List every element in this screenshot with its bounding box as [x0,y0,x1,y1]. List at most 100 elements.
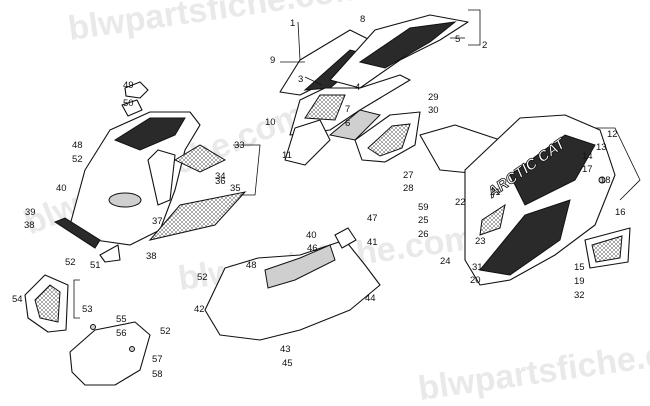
callout-50: 50 [123,98,134,109]
callout-1: 1 [290,18,295,29]
callout-48: 48 [72,140,83,151]
callout-5: 5 [455,34,460,45]
console-top-dark [113,117,186,151]
callout-19: 19 [574,276,585,287]
callout-12: 12 [607,129,618,140]
callout-3: 3 [298,74,303,85]
callout-18: 18 [600,175,611,186]
console-side-trim [53,217,101,249]
console-assembly [53,81,247,263]
callout-33: 33 [234,140,245,151]
callout-45: 45 [282,358,293,369]
side-vent-cover-mesh [591,235,623,263]
belly-pan [204,239,381,341]
callout-labels: 1234567891011121314151617181920212223242… [12,14,626,380]
hood-side-piece [328,109,381,141]
watermark-top: blwpartsfiche.com [66,0,367,48]
callout-25: 25 [418,215,429,226]
callout-51: 51 [90,260,101,271]
callout-24: 24 [440,256,451,267]
callout-6: 6 [345,118,350,129]
callout-13: 13 [596,142,607,153]
callout-28: 28 [403,183,414,194]
callout-41: 41 [367,237,378,248]
side-panel-graphic-upper [509,134,596,206]
callout-52: 52 [72,154,83,165]
belly-pan-bracket [334,227,357,249]
callout-57: 57 [152,354,163,365]
callout-44: 44 [365,293,376,304]
hood-vent-screen [304,94,346,121]
callout-38: 38 [146,251,157,262]
callout-15: 15 [574,262,585,273]
console-screen-upper [173,144,227,173]
gauge-ring [121,99,143,117]
callout-23: 23 [475,236,486,247]
side-vent-screen [367,123,411,157]
callout-27: 27 [403,170,414,181]
callout-26: 26 [418,229,429,240]
callout-49: 49 [123,80,134,91]
belly-pan-insert [264,244,336,289]
callout-20: 20 [470,275,481,286]
callout-7: 7 [345,104,350,115]
hood-dark-insert [358,21,457,69]
side-panel-graphic-lower [479,199,571,276]
callout-35: 35 [230,183,241,194]
side-cap-mesh [34,284,61,323]
callout-10: 10 [265,117,276,128]
callout-29: 29 [428,92,439,103]
callout-39: 39 [25,207,36,218]
callout-21: 21 [490,187,501,198]
hood-lower-trim [284,119,331,166]
callout-52-4: 52 [160,326,171,337]
callout-14: 14 [582,151,593,162]
callout-47: 47 [367,213,378,224]
callout-8: 8 [360,14,365,25]
callout-31: 31 [472,262,483,273]
fastener-57 [129,346,135,352]
side-panel-assembly: ARCTIC CAT [354,111,631,286]
console-brace [147,149,176,206]
console-opening [108,192,142,208]
small-parts [24,274,151,386]
callout-38-2: 38 [24,220,35,231]
callout-40-2: 40 [306,230,317,241]
callout-9: 9 [270,55,275,66]
callout-32: 32 [574,290,585,301]
callout-42: 42 [194,304,205,315]
callout-52-3: 52 [197,272,208,283]
fastener-55 [90,324,96,330]
belly-pan-assembly [204,227,381,341]
console-body [69,111,201,246]
callout-43: 43 [280,344,291,355]
upper-hood-assembly [279,14,469,166]
callout-52-2: 52 [65,257,76,268]
callout-54: 54 [12,294,23,305]
callout-2: 2 [482,40,487,51]
callout-48-2: 48 [246,260,257,271]
callout-59: 59 [418,202,429,213]
callout-37: 37 [152,216,163,227]
callout-56: 56 [116,328,127,339]
side-panel-vent [479,203,506,236]
callout-58: 58 [152,369,163,380]
callout-53: 53 [82,304,93,315]
callout-22: 22 [455,197,466,208]
lower-bracket [69,321,151,386]
callout-16: 16 [615,207,626,218]
console-bracket [99,244,121,263]
callout-40: 40 [56,183,67,194]
callout-34: 34 [215,171,226,182]
callout-46: 46 [307,243,318,254]
console-screen-lower [148,191,247,241]
callout-11: 11 [282,150,292,161]
leader-lines [73,9,641,319]
callout-36: 36 [215,176,226,187]
gauge-bezel [124,81,149,99]
callout-30: 30 [428,105,439,116]
callout-55: 55 [116,314,127,325]
watermark-bottom: blwpartsfiche.com [416,329,650,406]
side-rivet [598,176,606,184]
